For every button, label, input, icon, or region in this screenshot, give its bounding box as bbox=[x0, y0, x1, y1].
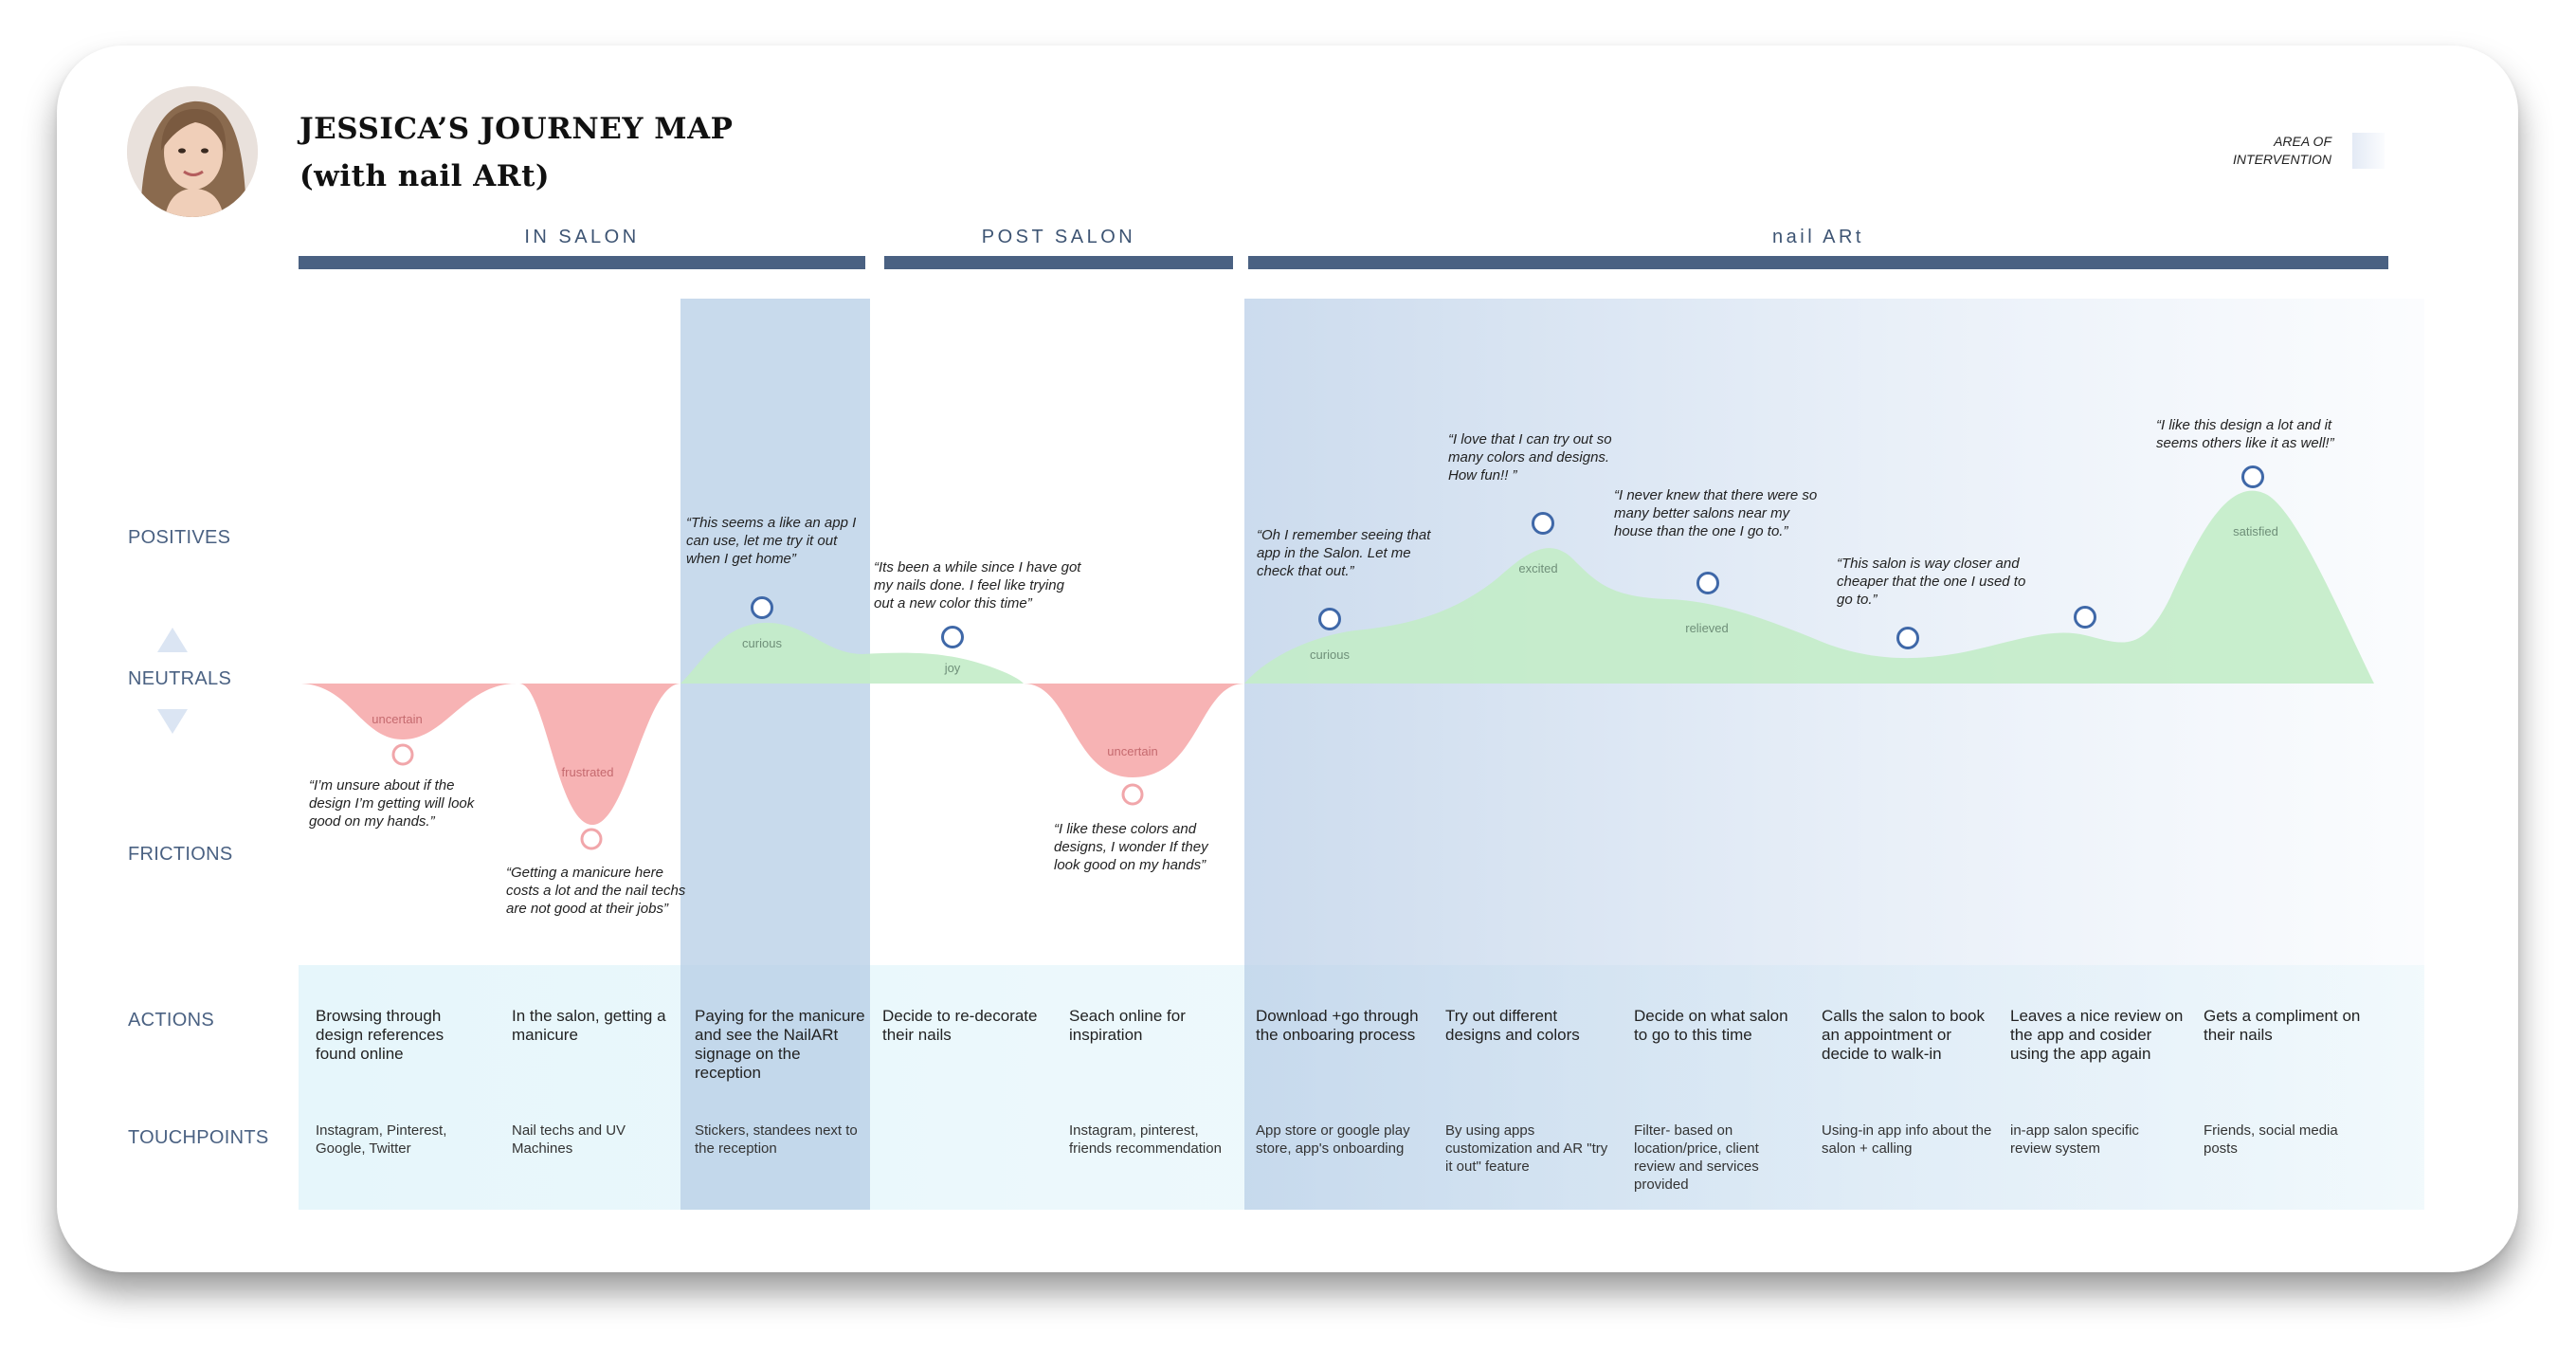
positive-marker-5 bbox=[1696, 572, 1719, 594]
action-9: Calls the salon to book an appointment o… bbox=[1822, 1007, 1985, 1063]
emotion-label-uncertain: uncertain bbox=[372, 712, 423, 726]
up-triangle-icon bbox=[157, 628, 188, 652]
touchpoint-9: Using-in app info about the salon + call… bbox=[1822, 1122, 1992, 1157]
action-3: Paying for the manicure and see the Nail… bbox=[695, 1007, 865, 1082]
action-11: Gets a compliment on their nails bbox=[2204, 1007, 2361, 1044]
friction-marker-1 bbox=[391, 743, 414, 766]
positive-marker-2 bbox=[941, 626, 964, 648]
emotion-label-satisfied: satisfied bbox=[2233, 524, 2278, 538]
positive-marker-8 bbox=[2241, 465, 2264, 488]
area-of-intervention-swatch bbox=[2352, 133, 2385, 169]
positive-marker-6 bbox=[1896, 627, 1919, 649]
area-of-intervention-legend-label: AREA OF INTERVENTION bbox=[2233, 134, 2331, 167]
friction-marker-2 bbox=[580, 828, 603, 850]
touchpoint-2: Nail techs and UV Machines bbox=[512, 1122, 626, 1157]
map-title: JESSICA’S JOURNEY MAP bbox=[299, 112, 734, 146]
touchpoint-7: By using apps customization and AR "try … bbox=[1445, 1122, 1608, 1175]
touchpoint-11: Friends, social media posts bbox=[2204, 1122, 2338, 1157]
friction-marker-3 bbox=[1121, 783, 1144, 806]
positive-marker-7 bbox=[2074, 606, 2096, 629]
touchpoint-3: Stickers, standees next to the reception bbox=[695, 1122, 858, 1157]
emotion-label-excited: excited bbox=[1518, 561, 1558, 575]
touchpoint-8: Filter- based on location/price, client … bbox=[1634, 1122, 1759, 1193]
area-of-intervention-panel bbox=[1244, 299, 2424, 1210]
quote-8: “I never knew that there were so many be… bbox=[1614, 487, 1818, 539]
action-2: In the salon, getting a manicure bbox=[512, 1007, 666, 1044]
row-label-neutrals: NEUTRALS bbox=[128, 668, 232, 689]
action-8: Decide on what salon to go to this time bbox=[1634, 1007, 1788, 1044]
emotion-label-uncertain-2: uncertain bbox=[1107, 744, 1158, 758]
quote-2: “Getting a manicure here costs a lot and… bbox=[506, 865, 686, 917]
map-subtitle: (with nail ARt) bbox=[299, 159, 551, 193]
positive-area-2 bbox=[1244, 490, 2374, 684]
action-7: Try out different designs and colors bbox=[1445, 1007, 1580, 1044]
touchpoint-1: Instagram, Pinterest, Google, Twitter bbox=[316, 1122, 447, 1157]
phase-label-nail-art: nail ARt bbox=[1772, 227, 1864, 247]
quote-5: “I like these colors and designs, I wond… bbox=[1054, 821, 1208, 873]
action-1: Browsing through design references found… bbox=[316, 1007, 444, 1063]
quote-10: “I like this design a lot and it seems o… bbox=[2156, 417, 2334, 451]
quote-4: “Its been a while since I have got my na… bbox=[874, 559, 1081, 611]
emotion-label-curious-2: curious bbox=[1310, 648, 1350, 662]
phase-label-post-salon: POST SALON bbox=[981, 227, 1136, 247]
row-label-positives: POSITIVES bbox=[128, 527, 231, 548]
persona-avatar bbox=[127, 86, 258, 217]
action-6: Download +go through the onboaring proce… bbox=[1256, 1007, 1419, 1044]
touchpoint-5: Instagram, pinterest, friends recommenda… bbox=[1069, 1122, 1222, 1157]
quote-9: “This salon is way closer and cheaper th… bbox=[1837, 556, 2026, 608]
emotion-label-curious: curious bbox=[742, 636, 782, 650]
down-triangle-icon bbox=[157, 709, 188, 734]
emotion-label-joy: joy bbox=[944, 661, 961, 675]
quote-6: “Oh I remember seeing that app in the Sa… bbox=[1257, 527, 1431, 579]
positive-area-1 bbox=[680, 622, 1024, 684]
action-10: Leaves a nice review on the app and cosi… bbox=[2010, 1007, 2184, 1063]
friction-area-1 bbox=[299, 684, 517, 739]
touchpoint-6: App store or google play store, app's on… bbox=[1256, 1122, 1410, 1157]
row-label-touchpoints: TOUCHPOINTS bbox=[128, 1127, 269, 1148]
emotion-label-frustrated: frustrated bbox=[561, 765, 614, 779]
signage-highlight-column bbox=[680, 299, 870, 1210]
row-label-actions: ACTIONS bbox=[128, 1010, 214, 1031]
phase-bar-nail-art bbox=[1248, 256, 2388, 269]
quote-1: “I’m unsure about if the design I’m gett… bbox=[309, 777, 475, 830]
phase-bar-post-salon bbox=[884, 256, 1233, 269]
positive-marker-1 bbox=[751, 596, 773, 619]
quote-7: “I love that I can try out so many color… bbox=[1448, 431, 1612, 483]
emotion-label-relieved: relieved bbox=[1685, 621, 1729, 635]
friction-area-2 bbox=[519, 684, 680, 825]
action-5: Seach online for inspiration bbox=[1069, 1007, 1186, 1044]
positive-marker-3 bbox=[1318, 608, 1341, 630]
quote-3: “This seems a like an app I can use, let… bbox=[686, 515, 857, 567]
action-4: Decide to re-decorate their nails bbox=[882, 1007, 1038, 1044]
touchpoint-10: in-app salon specific review system bbox=[2010, 1122, 2139, 1157]
phase-bar-in-salon bbox=[299, 256, 865, 269]
phase-label-in-salon: IN SALON bbox=[524, 227, 640, 247]
row-label-frictions: FRICTIONS bbox=[128, 844, 233, 865]
friction-area-3 bbox=[1024, 684, 1244, 777]
positive-marker-4 bbox=[1532, 512, 1554, 535]
